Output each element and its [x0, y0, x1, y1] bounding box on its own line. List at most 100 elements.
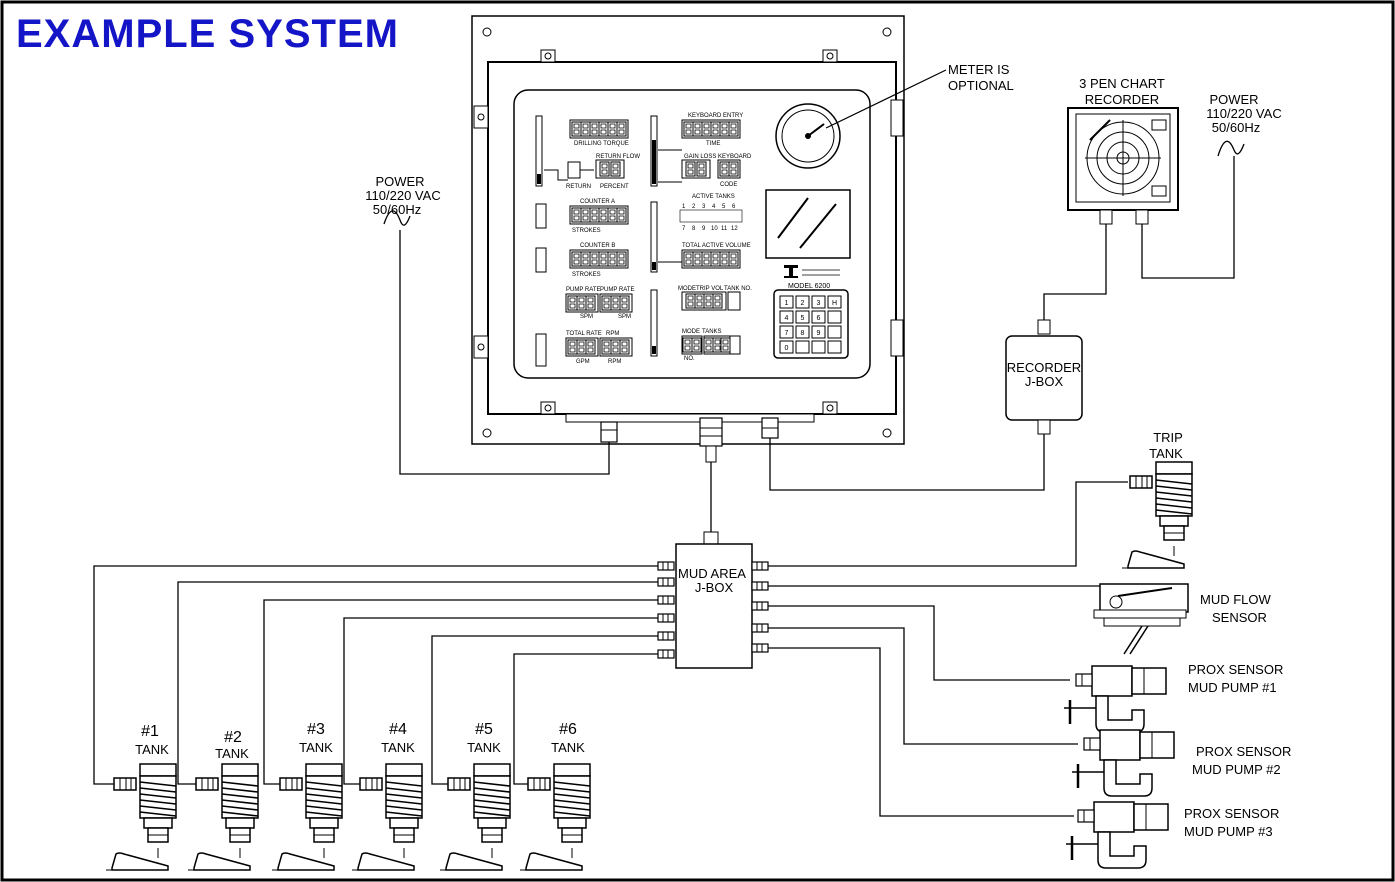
keypad-key — [795, 295, 810, 309]
label-trip-vol: TRIP VOL — [696, 286, 724, 292]
label-recorder-1: 3 PEN CHART — [1079, 76, 1165, 91]
label-strokes-a: STROKES — [572, 228, 601, 234]
keypad-key — [811, 295, 826, 309]
keypad-key-label: 8 — [801, 330, 805, 337]
prox-sensor-3 — [1064, 800, 1170, 870]
tank-3-label: TANK — [299, 740, 333, 755]
keypad-key — [795, 325, 810, 339]
model-label: MODEL 6200 — [788, 283, 830, 290]
recorder-jbox — [1005, 319, 1083, 435]
label-gain-loss: GAIN LOSS — [684, 154, 716, 160]
tank-num-12: 12 — [731, 226, 738, 232]
keypad-key — [827, 340, 842, 354]
mud-flow-sensor — [1093, 583, 1189, 655]
keypad-key-label: 7 — [785, 330, 789, 337]
tank-4-label: TANK — [381, 740, 415, 755]
trip-tank-label-1: TRIP — [1153, 430, 1183, 445]
tank-num-2: 2 — [692, 204, 696, 210]
keypad-key — [811, 310, 826, 324]
prox2-label-2: MUD PUMP #2 — [1192, 762, 1281, 777]
keypad-key — [827, 310, 842, 324]
tank-5 — [439, 763, 511, 871]
label-counter-b: COUNTER B — [580, 243, 615, 249]
label-power-right-3: 50/60Hz — [1212, 120, 1260, 135]
keypad-key — [779, 340, 794, 354]
glass-window — [765, 189, 851, 259]
label-no: NO. — [684, 356, 695, 362]
tank-2-number: #2 — [224, 729, 242, 746]
label-recorder-jbox-1: RECORDER — [1007, 360, 1081, 375]
keypad-key-label: 0 — [785, 345, 789, 352]
label-power-right-1: POWER — [1209, 92, 1258, 107]
tank-num-11: 11 — [721, 226, 728, 232]
tank-num-4: 4 — [712, 204, 716, 210]
label-recorder-jbox-2: J-BOX — [1025, 374, 1064, 389]
tank-num-1: 1 — [682, 204, 686, 210]
tank-1-number: #1 — [141, 723, 159, 740]
keypad-key — [811, 340, 826, 354]
label-recorder-2: RECORDER — [1085, 92, 1159, 107]
tank-6 — [519, 763, 591, 871]
tank-3 — [271, 763, 343, 871]
trip-tank-label-2: TANK — [1149, 446, 1183, 461]
tank-1-label: TANK — [135, 742, 169, 757]
label-power-left-1: POWER — [375, 174, 424, 189]
tank-num-6: 6 — [732, 204, 736, 210]
tank-num-10: 10 — [711, 226, 718, 232]
tank-5-label: TANK — [467, 740, 501, 755]
tank-2-label: TANK — [215, 746, 249, 761]
label-spm-1: SPM — [580, 314, 593, 320]
label-mud-jbox-2: J-BOX — [695, 580, 734, 595]
keypad-key-label: H — [832, 300, 837, 307]
tank-4 — [351, 763, 423, 871]
label-time: TIME — [706, 141, 720, 147]
tank-4-number: #4 — [389, 721, 407, 738]
prox3-label-2: MUD PUMP #3 — [1184, 824, 1273, 839]
tank-2 — [187, 763, 259, 871]
label-pump-rate-1: PUMP RATE — [566, 287, 600, 293]
label-strokes-b: STROKES — [572, 272, 601, 278]
label-mud-jbox-1: MUD AREA — [678, 566, 746, 581]
prox-sensor-1 — [1062, 664, 1168, 734]
label-total-active-volume: TOTAL ACTIVE VOLUME — [682, 243, 751, 249]
tank-5-number: #5 — [475, 721, 493, 738]
label-pump-rate-2: PUMP RATE — [600, 287, 634, 293]
meter-gauge — [775, 103, 841, 169]
chart-recorder — [1067, 107, 1179, 225]
enclosure-connectors — [600, 417, 779, 463]
label-power-left-3: 50/60Hz — [373, 202, 421, 217]
tank-6-number: #6 — [559, 721, 577, 738]
label-code: CODE — [720, 182, 737, 188]
label-power-left-2: 110/220 VAC — [365, 188, 440, 203]
keypad-key — [795, 340, 810, 354]
tank-6-label: TANK — [551, 740, 585, 755]
label-drilling-torque: DRILLING TORQUE — [574, 141, 629, 147]
brand-logo — [784, 265, 840, 278]
keypad-key-label: 6 — [817, 315, 821, 322]
keypad-key — [795, 310, 810, 324]
display-panel: DRILLING TORQUE RETURN FLOW RETURN PERCE… — [535, 103, 851, 367]
page-title: EXAMPLE SYSTEM — [16, 12, 399, 56]
mud-area-jbox — [675, 531, 753, 669]
mud-flow-label-2: SENSOR — [1212, 610, 1267, 625]
mud-flow-label-1: MUD FLOW — [1200, 592, 1272, 607]
prox1-label-1: PROX SENSOR — [1188, 662, 1283, 677]
label-percent: PERCENT — [600, 184, 629, 190]
tank-1 — [105, 763, 177, 871]
label-keyboard: KEYBOARD — [718, 154, 752, 160]
tank-num-9: 9 — [702, 226, 706, 232]
label-active-tanks: ACTIVE TANKS — [692, 194, 735, 200]
label-gpm: GPM — [576, 359, 590, 365]
keypad-key-label: 2 — [801, 300, 805, 307]
label-rpm: RPM — [606, 331, 619, 337]
prox-sensor-2 — [1070, 728, 1176, 798]
label-keyboard-entry: KEYBOARD ENTRY — [688, 113, 743, 119]
tank-num-8: 8 — [692, 226, 696, 232]
tank-num-3: 3 — [702, 204, 706, 210]
keypad-key-label: 1 — [785, 300, 789, 307]
label-mode: MODE — [678, 286, 696, 292]
label-power-right-2: 110/220 VAC — [1206, 106, 1281, 121]
prox2-label-1: PROX SENSOR — [1196, 744, 1291, 759]
